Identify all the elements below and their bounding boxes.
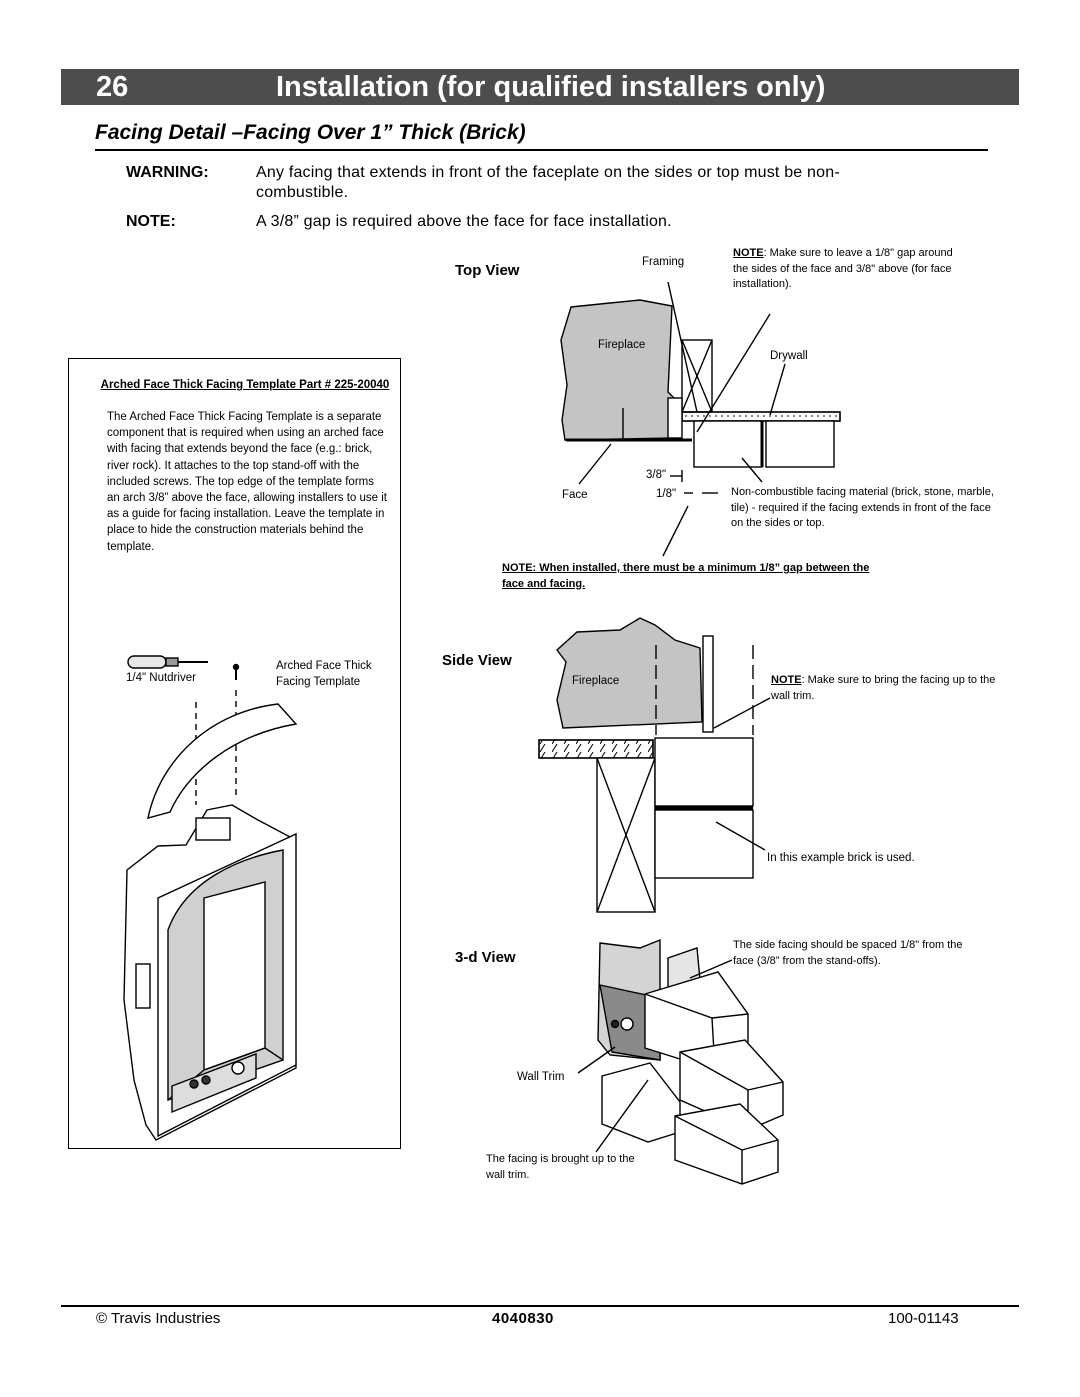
3d-view-diagram — [577, 938, 784, 1185]
drywall-label: Drywall — [770, 350, 808, 362]
page-number: 26 — [96, 71, 129, 103]
header-bar — [61, 69, 1019, 105]
side-facing-spacing-note: The side facing should be spaced 1/8" fr… — [733, 939, 963, 967]
face-label: Face — [562, 489, 588, 501]
brick-note: In this example brick is used. — [767, 852, 915, 864]
title-rule — [95, 149, 988, 151]
template-box-title: Arched Face Thick Facing Template Part #… — [100, 379, 390, 391]
warning-text: Any facing that extends in front of the … — [256, 164, 840, 201]
footer-doc-number: 4040830 — [492, 1310, 554, 1327]
side-view-note: NOTE: Make sure to bring the facing up t… — [771, 674, 996, 702]
warning-label: WARNING: — [126, 164, 209, 181]
facing-brought-up-note: The facing is brought up to the wall tri… — [486, 1153, 635, 1181]
template-diagram — [123, 655, 298, 1141]
top-view-note: NOTE: Make sure to leave a 1/8" gap arou… — [733, 247, 953, 290]
footer-rule — [61, 1305, 1019, 1307]
gap-1-8-label: 1/8" — [656, 488, 677, 500]
nutdriver-label: 1/4" Nutdriver — [126, 672, 196, 684]
note-label: NOTE: — [126, 213, 176, 230]
side-view-title: Side View — [442, 652, 512, 669]
wall-trim-label: Wall Trim — [517, 1071, 565, 1083]
minimum-gap-note: NOTE: When installed, there must be a mi… — [502, 562, 870, 590]
noncombustible-note: Non-combustible facing material (brick, … — [731, 486, 994, 529]
top-fireplace-label: Fireplace — [598, 339, 646, 351]
side-fireplace-label: Fireplace — [572, 675, 620, 687]
template-box-text: The Arched Face Thick Facing Template is… — [107, 411, 387, 553]
footer-copyright: © Travis Industries — [96, 1310, 221, 1327]
footer-part-number: 100-01143 — [888, 1310, 959, 1327]
top-view-diagram — [560, 281, 841, 557]
section-title: Facing Detail –Facing Over 1” Thick (Bri… — [95, 121, 526, 144]
framing-label: Framing — [642, 256, 685, 268]
3d-view-title: 3-d View — [455, 949, 516, 966]
gap-3-8-label: 3/8" — [646, 469, 667, 481]
note-text: A 3/8” gap is required above the face fo… — [256, 213, 672, 230]
template-info-box — [68, 358, 401, 1149]
top-view-title: Top View — [455, 262, 520, 279]
template-label: Arched Face Thick Facing Template — [276, 660, 372, 688]
side-view-diagram — [538, 617, 771, 913]
header-title: Installation (for qualified installers o… — [276, 71, 826, 103]
